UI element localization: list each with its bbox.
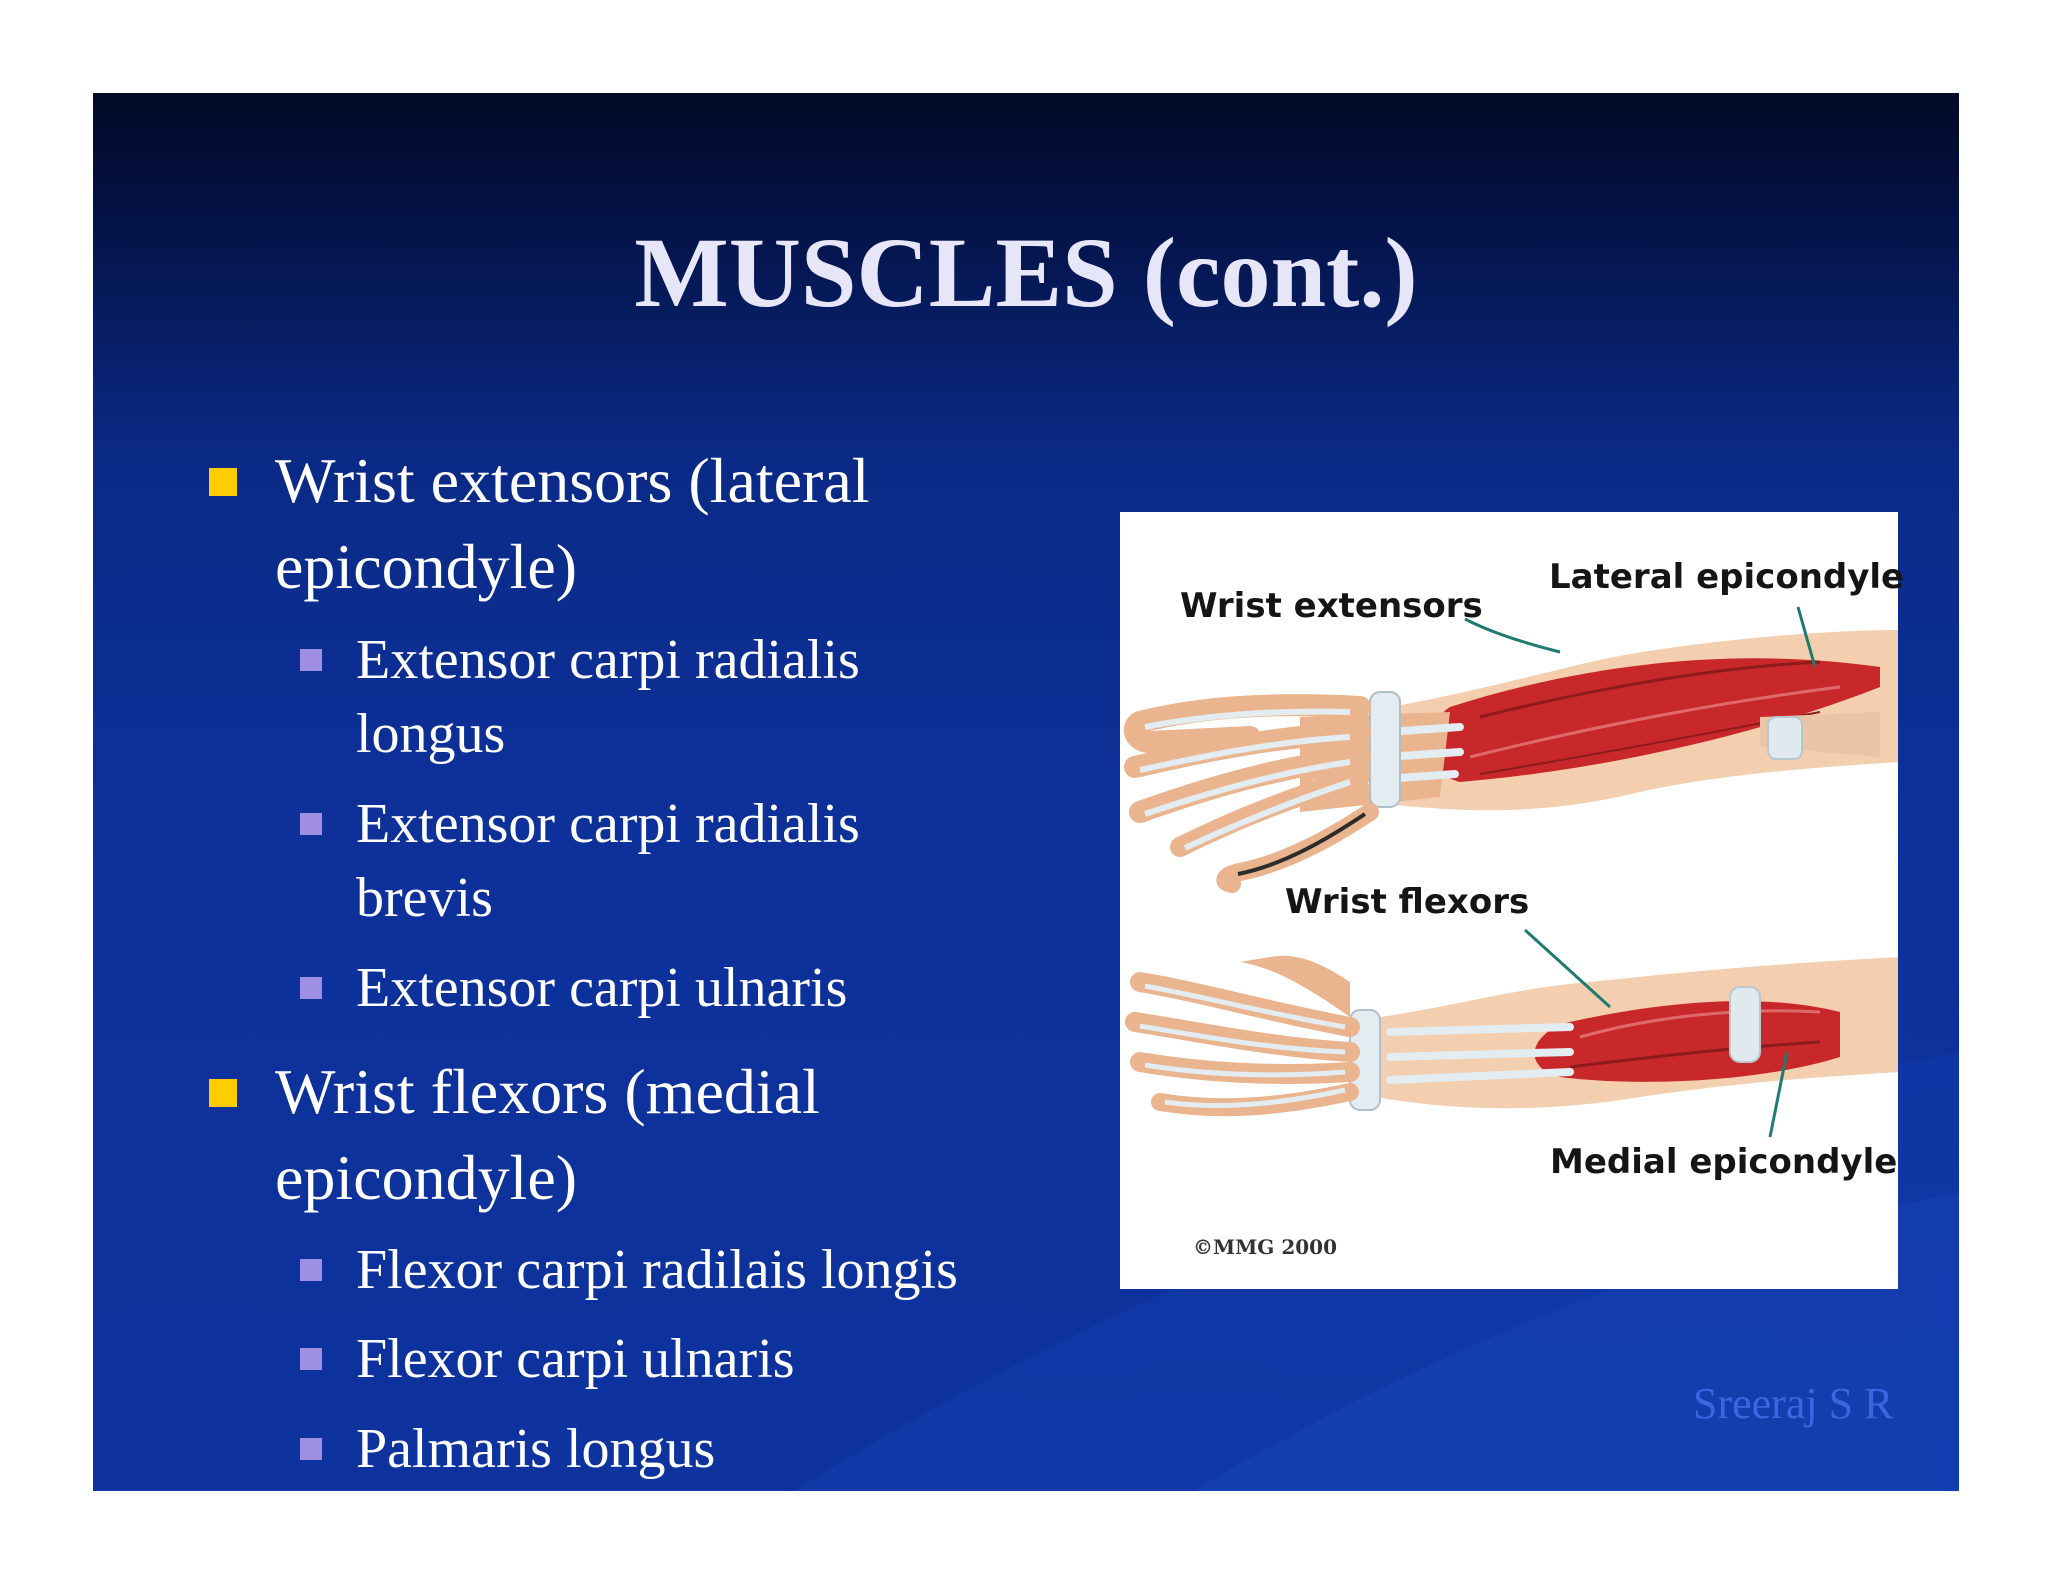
forearm-illustration [1123,606,1900,1138]
slide: MUSCLES (cont.) Wrist extensors (lateral… [93,93,1959,1491]
subitem-line: Extensor carpi radialis [356,629,860,691]
bullet-line: Wrist extensors (lateral [275,445,870,516]
bullet-line: Wrist flexors (medial [275,1056,820,1127]
subitem-line: Extensor carpi ulnaris [356,957,848,1019]
forearm-flexor-view [1125,955,1900,1117]
square-bullet-icon [300,813,322,835]
square-bullet-icon [300,1348,322,1370]
subitem-line: Flexor carpi ulnaris [356,1328,795,1390]
author-credit: Sreeraj S R [1693,1379,1894,1428]
subitem-extensor-carpi-radialis-longus: Extensor carpi radialis longus [300,623,860,771]
bullet-item-wrist-extensors: Wrist extensors (lateral epicondyle) [209,438,870,610]
figure-copyright: ©MMG 2000 [1193,1235,1337,1259]
subitem-palmaris-longus: Palmaris longus [300,1412,716,1486]
subitem-flexor-carpi-radilais-longis: Flexor carpi radilais longis [300,1233,958,1307]
subitem-line: Extensor carpi radialis [356,793,860,855]
subitem-extensor-carpi-ulnaris: Extensor carpi ulnaris [300,951,848,1025]
forearm-muscles-figure: Wrist extensors Lateral epicondyle Wrist… [1120,512,1904,1289]
label-lateral-epicondyle: Lateral epicondyle [1549,557,1905,597]
subitem-flexor-carpi-ulnaris: Flexor carpi ulnaris [300,1322,795,1396]
subitem-line: longus [356,703,506,765]
leader-line [1464,617,1561,654]
square-bullet-icon [300,649,322,671]
label-wrist-extensors: Wrist extensors [1180,586,1483,626]
label-wrist-flexors: Wrist flexors [1285,882,1530,922]
leader-line [1796,606,1817,668]
subitem-line: brevis [356,867,493,929]
bullet-line: epicondyle) [275,531,578,602]
leader-line [1768,1051,1789,1138]
slide-title: MUSCLES (cont.) [634,217,1418,328]
square-bullet-icon [209,1079,237,1107]
square-bullet-icon [209,468,237,496]
subitem-line: Palmaris longus [356,1418,716,1480]
subitem-extensor-carpi-radialis-brevis: Extensor carpi radialis brevis [300,787,860,935]
label-medial-epicondyle: Medial epicondyle [1550,1142,1898,1182]
bullet-item-wrist-flexors: Wrist flexors (medial epicondyle) [209,1049,820,1221]
square-bullet-icon [300,1438,322,1460]
bullet-line: epicondyle) [275,1142,578,1213]
leader-line [1523,928,1612,1009]
subitem-line: Flexor carpi radilais longis [356,1239,958,1301]
square-bullet-icon [300,977,322,999]
square-bullet-icon [300,1259,322,1281]
forearm-extensor-view [1123,630,1900,893]
